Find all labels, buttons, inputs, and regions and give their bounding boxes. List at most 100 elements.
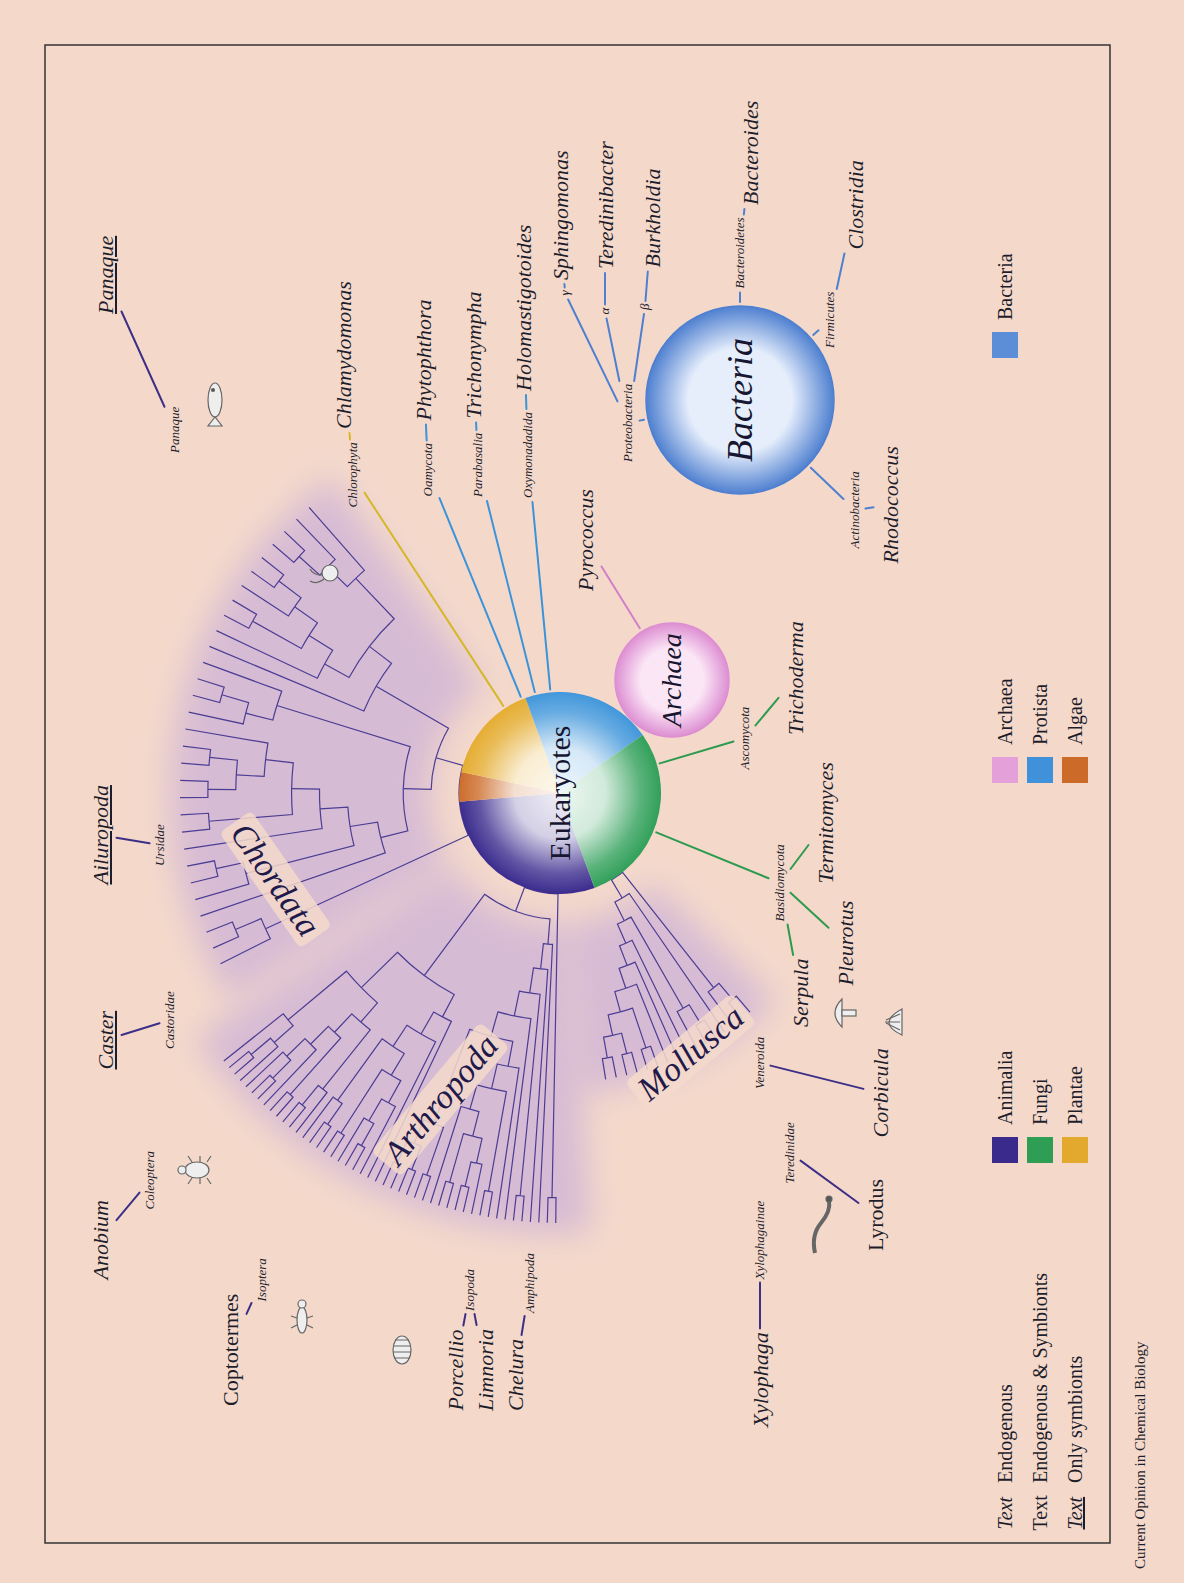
tree-branch bbox=[403, 758, 436, 790]
circle-glow bbox=[459, 692, 661, 894]
tree-branch bbox=[210, 757, 238, 774]
tree-branch bbox=[480, 1191, 489, 1216]
taxon-label: Coleoptera bbox=[143, 1151, 158, 1210]
tree-branch bbox=[617, 921, 625, 943]
leader-line bbox=[771, 1066, 864, 1089]
taxon-label: Parabasalia bbox=[471, 433, 486, 497]
genus-label: Serpula bbox=[788, 959, 813, 1027]
leader-line bbox=[475, 1314, 477, 1325]
taxon-label: Actinobacteria bbox=[848, 471, 863, 548]
tree-branch bbox=[191, 869, 218, 883]
leader-line bbox=[463, 1314, 465, 1326]
tree-branch bbox=[295, 607, 318, 636]
tree-branch bbox=[251, 1038, 274, 1054]
legend-item: Bacteria bbox=[992, 253, 1018, 358]
leader-line bbox=[602, 567, 640, 629]
clam-icon bbox=[885, 1009, 902, 1035]
genus-label: Pyrococcus bbox=[573, 489, 598, 591]
tree-branch bbox=[193, 695, 222, 703]
tree-branch bbox=[224, 615, 252, 628]
genus-label: Pleurotus bbox=[833, 901, 858, 986]
tree-branch bbox=[334, 1014, 360, 1032]
tree-branch bbox=[439, 1181, 450, 1205]
legend-swatch bbox=[1062, 757, 1088, 783]
tree-branch bbox=[310, 1122, 328, 1143]
tree-branch bbox=[213, 929, 238, 948]
taxon-label: Isoptera bbox=[255, 1258, 270, 1301]
leader-line bbox=[522, 1316, 525, 1335]
legend-item: Fungi bbox=[1027, 1078, 1053, 1163]
genus-label: Trichonympha bbox=[461, 291, 486, 418]
tree-branch bbox=[473, 1136, 482, 1163]
tree-branch bbox=[619, 965, 627, 988]
tree-branch bbox=[209, 646, 376, 711]
leader-line bbox=[645, 272, 647, 302]
legend-swatch bbox=[992, 332, 1018, 358]
tree-branch bbox=[309, 508, 364, 579]
leader-line bbox=[365, 493, 504, 706]
leader-line bbox=[640, 419, 645, 422]
tree-branch bbox=[497, 1066, 519, 1218]
tree-branch bbox=[424, 976, 454, 1017]
legend-text: Only symbionts bbox=[1064, 1356, 1087, 1483]
tree-branch bbox=[381, 789, 408, 838]
genus-label: Chelura bbox=[503, 1339, 528, 1411]
legend-text: Animalia bbox=[994, 1051, 1017, 1125]
tree-branch bbox=[302, 1085, 322, 1105]
tree-branch bbox=[290, 1032, 341, 1094]
tree-branch bbox=[224, 1014, 288, 1061]
tree-branch bbox=[279, 581, 301, 607]
tree-branch bbox=[221, 929, 271, 964]
leader-line bbox=[660, 741, 734, 763]
taxon-circle: Bacteria bbox=[645, 305, 835, 495]
tree-branch bbox=[356, 578, 394, 646]
taxon-label: Castoridae bbox=[163, 991, 178, 1049]
leader-line bbox=[604, 273, 606, 305]
leader-line bbox=[568, 300, 617, 402]
leader-line bbox=[866, 507, 874, 508]
legend-item: Archaea bbox=[992, 678, 1018, 783]
tree-branch bbox=[309, 635, 333, 664]
taxon-label: Firmicutes bbox=[823, 292, 838, 348]
taxon-label: Xylophagainae bbox=[753, 1201, 768, 1280]
tree-branch bbox=[541, 944, 548, 969]
leader-line bbox=[122, 1023, 160, 1035]
taxon-label: Veneroida bbox=[753, 1037, 768, 1089]
tree-branch bbox=[287, 1039, 311, 1057]
tree-branch bbox=[277, 706, 410, 789]
clade-label: Mollusca bbox=[624, 994, 755, 1113]
tree-branch bbox=[376, 686, 448, 757]
tree-branch bbox=[235, 919, 265, 930]
beetle-icon bbox=[178, 1156, 211, 1184]
tree-branch bbox=[391, 1046, 404, 1075]
source-credit: Current Opinion in Chemical Biology bbox=[1132, 1342, 1149, 1569]
tree-branch bbox=[622, 1054, 627, 1076]
tree-branch bbox=[552, 1198, 556, 1223]
legend-swatch bbox=[992, 757, 1018, 783]
tree-branch bbox=[320, 807, 350, 826]
tree-branch bbox=[547, 1198, 552, 1223]
tree-branch bbox=[491, 1012, 514, 1036]
genus-label: Clostridia bbox=[843, 160, 868, 249]
genus-label: Corbicula bbox=[868, 1048, 893, 1137]
legend-sample: Text bbox=[1029, 1495, 1052, 1530]
legend-item: Only symbionts bbox=[1064, 1356, 1087, 1483]
tree-branch bbox=[252, 1075, 273, 1093]
tree-branch bbox=[297, 519, 336, 567]
taxon-label: Basidiomycota bbox=[773, 844, 788, 921]
tree-branch bbox=[180, 780, 208, 789]
legend-item: Plantae bbox=[1062, 1066, 1088, 1163]
tree-branch bbox=[273, 544, 299, 562]
genus-label: Holomastigotoides bbox=[511, 225, 536, 391]
tree-branch bbox=[181, 813, 209, 821]
tree-branch bbox=[183, 746, 211, 757]
legend-swatch bbox=[1027, 757, 1053, 783]
tree-branch bbox=[369, 646, 391, 686]
tree-branch bbox=[258, 1078, 276, 1099]
tree-branch bbox=[187, 861, 216, 869]
clade-label: Chordata bbox=[219, 811, 332, 949]
tree-branch bbox=[246, 706, 277, 721]
genus-label: Porcellio bbox=[443, 1329, 468, 1410]
